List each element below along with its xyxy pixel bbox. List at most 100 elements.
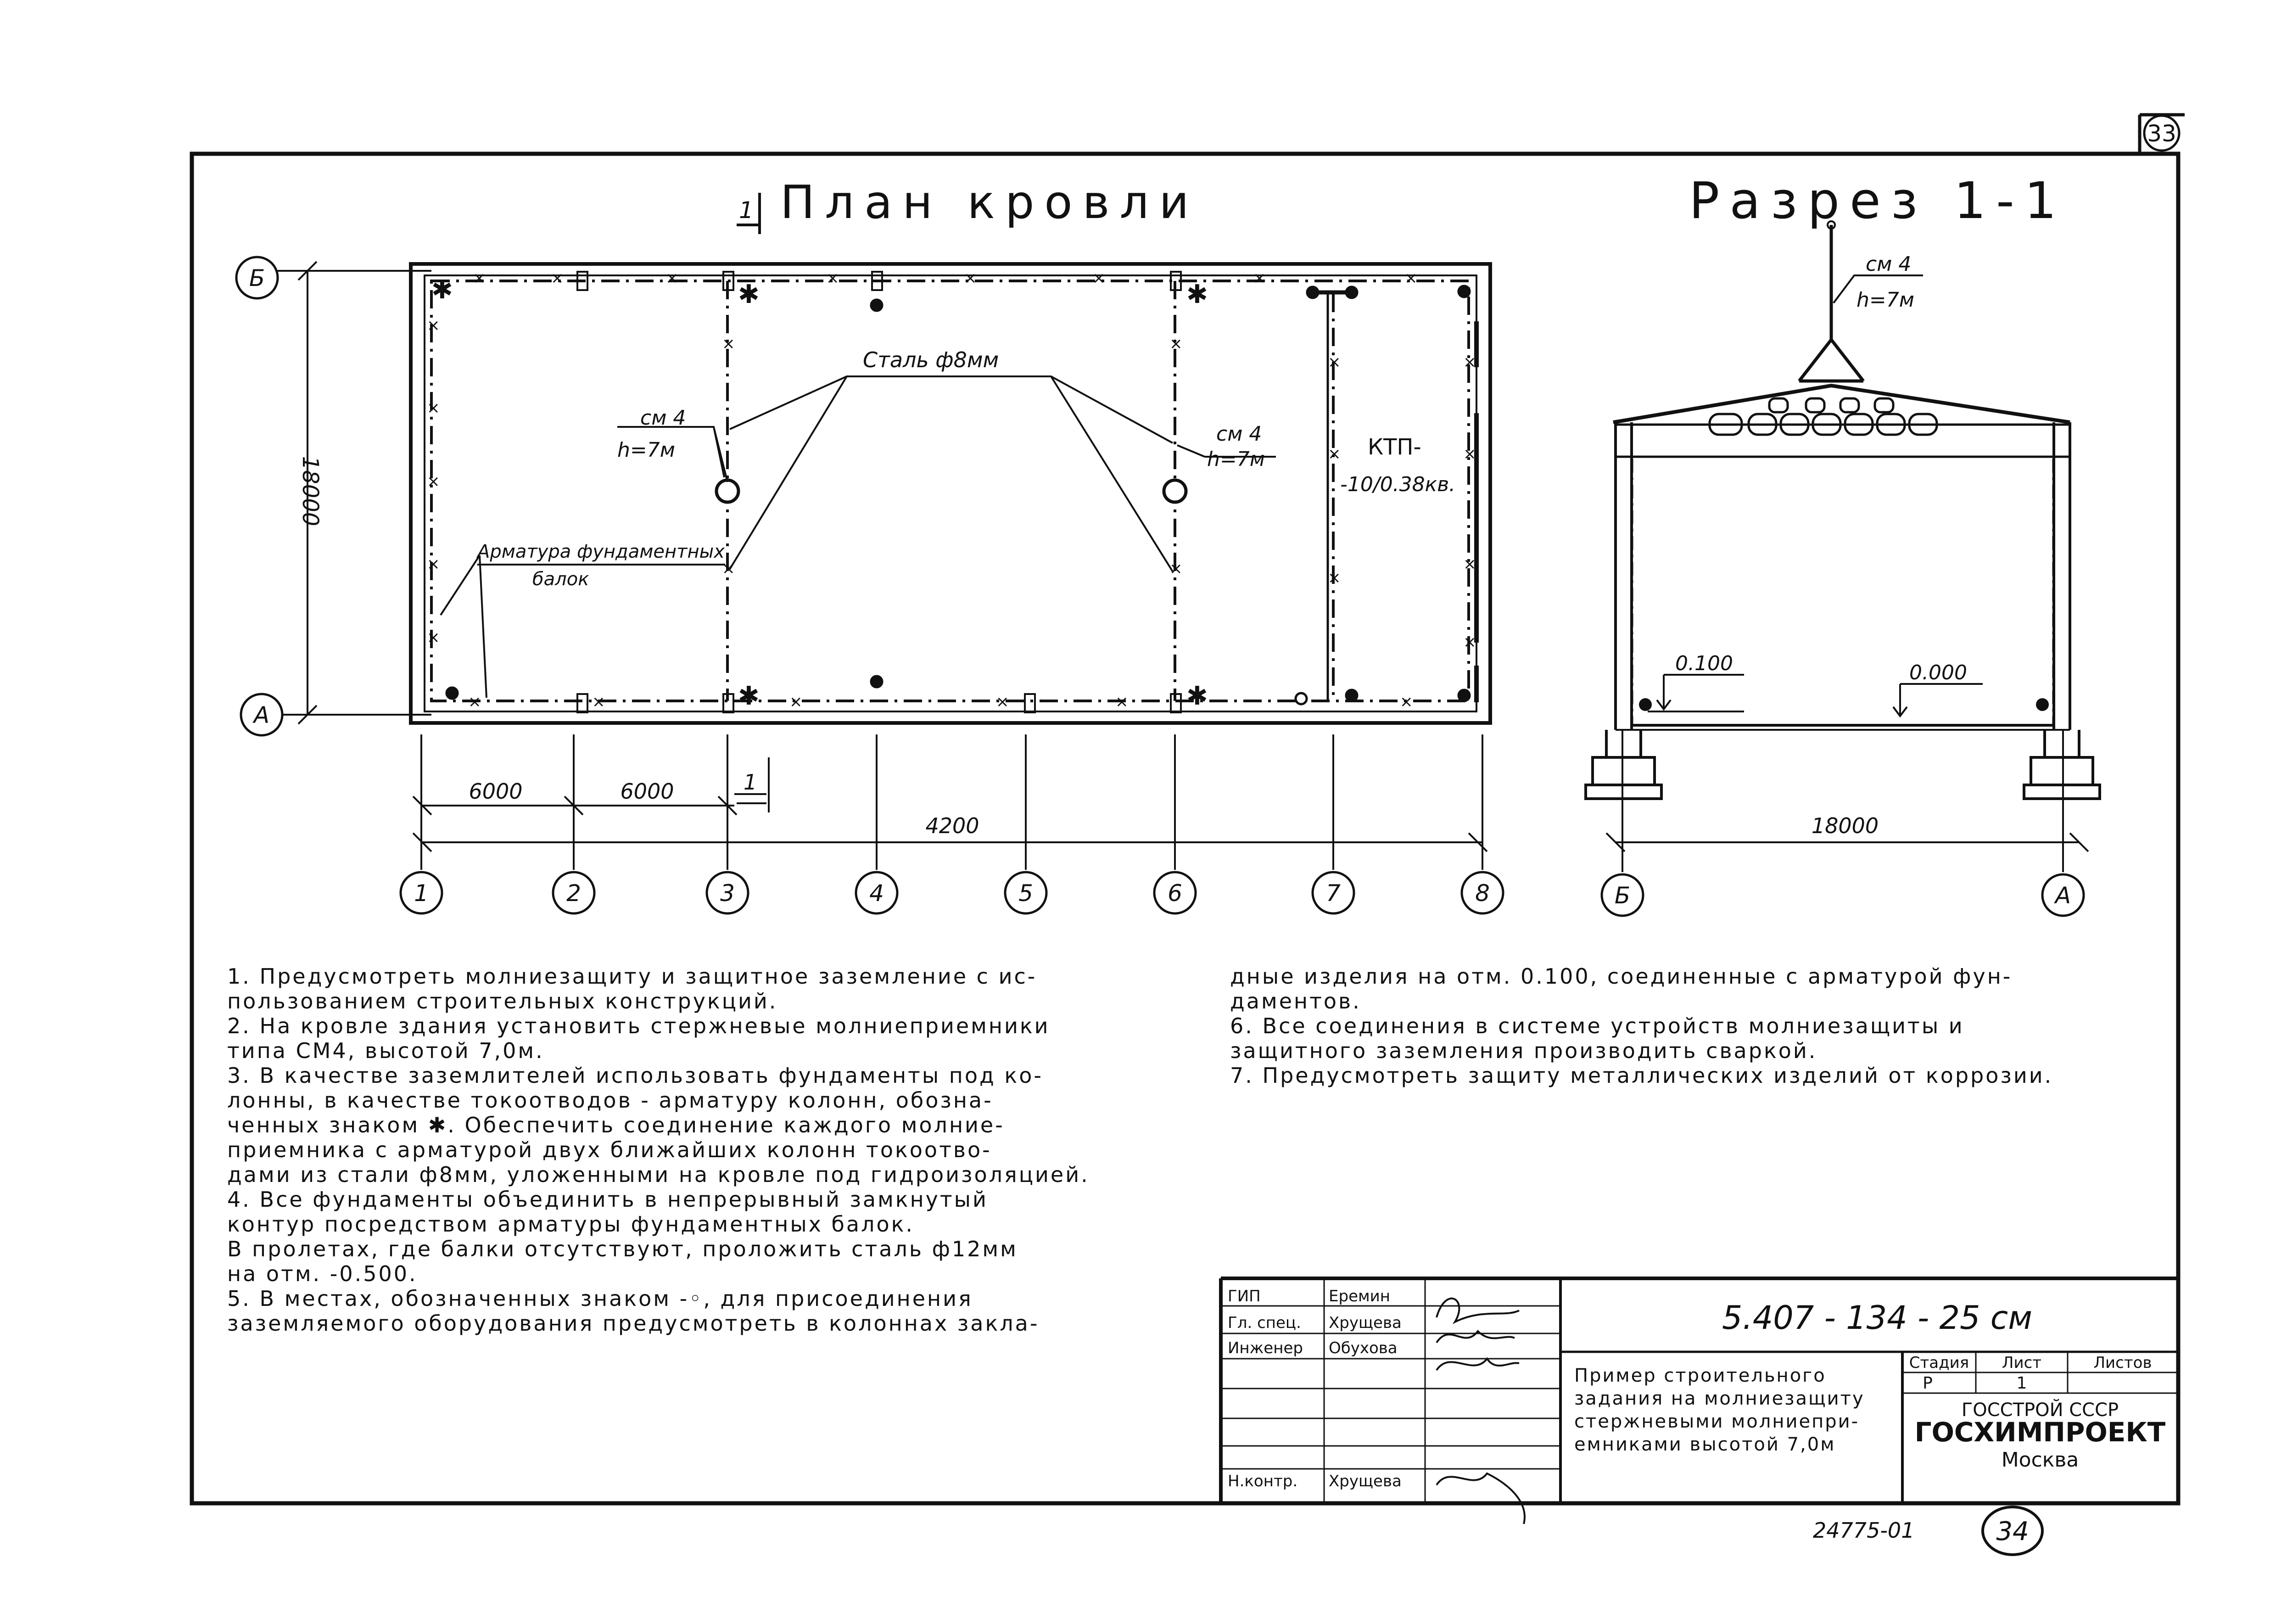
- sheets-header: Листов: [2093, 1354, 2152, 1372]
- signature-name: Хрущева: [1329, 1314, 1402, 1332]
- svg-text:×: ×: [1463, 555, 1476, 573]
- corner-sheet-number: 33: [2143, 114, 2181, 152]
- note-line: лонны, в качестве токоотводов - арматуру…: [227, 1088, 993, 1113]
- rebar-label-2: балок: [532, 569, 589, 590]
- svg-text:×: ×: [1169, 335, 1183, 353]
- svg-text:34: 34: [1996, 1517, 2029, 1546]
- note-line: 7. Предусмотреть защиту металлических из…: [1230, 1063, 2053, 1088]
- note-line: приемника с арматурой двух ближайших кол…: [227, 1137, 992, 1162]
- downconductor-star-icons: ✱ ✱ ✱ ✱ ✱: [431, 275, 1208, 711]
- notes-left: 1. Предусмотреть молниезащиту и защитное…: [227, 964, 1090, 1336]
- column-axis-1: 1: [399, 734, 443, 915]
- svg-text:×: ×: [427, 555, 440, 573]
- svg-text:×: ×: [1463, 445, 1476, 463]
- rod-right-height: h=7м: [1207, 448, 1265, 471]
- description: Пример строительного задания на молниеза…: [1574, 1365, 1863, 1455]
- svg-text:×: ×: [551, 269, 564, 287]
- title-block: [1219, 1277, 2178, 1503]
- building-outline: [409, 262, 1492, 725]
- svg-text:×: ×: [1404, 269, 1418, 287]
- svg-text:×: ×: [665, 269, 679, 287]
- org-line-1: ГОССТРОЙ СССР: [1962, 1399, 2119, 1421]
- note-line: типа СМ4, высотой 7,0м.: [227, 1038, 544, 1063]
- svg-text:×: ×: [427, 472, 440, 491]
- org-line-3: Москва: [2002, 1448, 2079, 1472]
- clamp-marks: ××× ××× ×× ××× ××× ××× ×× ×× ×× ××× ××××: [427, 269, 1476, 711]
- designation: 5.407 - 134 - 25 см: [1722, 1299, 2032, 1337]
- svg-text:✱: ✱: [1186, 681, 1208, 711]
- rod-right-type: см 4: [1216, 422, 1262, 446]
- stage-value: Р: [1923, 1374, 1933, 1393]
- section-axis-right: А: [2041, 873, 2085, 917]
- note-line: даментов.: [1230, 989, 1361, 1014]
- sheet-header: Лист: [2002, 1354, 2041, 1372]
- rod-left-height: h=7м: [617, 438, 675, 462]
- note-line: на отм. -0.500.: [227, 1261, 418, 1286]
- signature-role: Гл. спец.: [1228, 1314, 1301, 1332]
- svg-text:×: ×: [826, 269, 839, 287]
- svg-text:6: 6: [1168, 880, 1182, 907]
- dim-total: 4200: [925, 813, 979, 838]
- note-line: ченных знаком ✱. Обеспечить соединение к…: [227, 1113, 1005, 1137]
- note-line: 1. Предусмотреть молниезащиту и защитное…: [227, 964, 1037, 989]
- column-axis-3: 3: [705, 734, 749, 915]
- svg-text:А: А: [252, 702, 269, 728]
- svg-text:×: ×: [1253, 269, 1266, 287]
- svg-text:А: А: [2054, 882, 2071, 909]
- note-line: защитного заземления производить сваркой…: [1230, 1038, 1817, 1063]
- section-rod-height: h=7м: [1856, 288, 1914, 312]
- rebar-label-1: Арматура фундаментных: [476, 541, 725, 562]
- svg-text:33: 33: [2147, 120, 2176, 147]
- column-axis-8: 8: [1460, 734, 1504, 915]
- dim-vertical: 18000: [297, 456, 323, 526]
- signature-scribbles: [1436, 1297, 1526, 1524]
- svg-text:×: ×: [1328, 569, 1341, 587]
- section-markers: [1639, 698, 2049, 711]
- svg-text:1: 1: [414, 880, 429, 907]
- svg-text:Пример строительного: Пример строительного: [1574, 1365, 1826, 1386]
- signature-name: Еремин: [1329, 1287, 1390, 1305]
- svg-text:7: 7: [1326, 880, 1341, 907]
- section-1-1: Разрез 1-1 см 4 h=7м: [1584, 171, 2101, 917]
- section-mark-bottom-label: 1: [744, 770, 757, 795]
- svg-text:×: ×: [473, 269, 486, 287]
- level-right: 0.000: [1909, 661, 1967, 684]
- section-dim-width: 18000: [1812, 813, 1879, 838]
- section-frame: [1613, 383, 2071, 731]
- svg-text:×: ×: [1092, 269, 1106, 287]
- svg-text:Б: Б: [1615, 882, 1630, 909]
- dim-span2: 6000: [620, 779, 674, 804]
- inventory-number: 24775-01: [1813, 1518, 1914, 1543]
- section-title: Разрез 1-1: [1689, 171, 2067, 230]
- svg-text:×: ×: [1463, 353, 1476, 371]
- signature-name: Обухова: [1329, 1339, 1398, 1357]
- note-line: 5. В местах, обозначенных знаком -◦, для…: [227, 1286, 973, 1311]
- svg-text:2: 2: [566, 880, 581, 907]
- svg-text:емниками высотой 7,0м: емниками высотой 7,0м: [1574, 1434, 1835, 1455]
- notes-right: дные изделия на отм. 0.100, соединенные …: [1230, 964, 2053, 1088]
- svg-text:Б: Б: [249, 265, 265, 291]
- signature-role: Н.контр.: [1228, 1472, 1297, 1490]
- svg-text:×: ×: [427, 628, 440, 647]
- level-left: 0.100: [1675, 652, 1733, 675]
- grounding-contour: [430, 280, 1470, 702]
- svg-text:✱: ✱: [1186, 280, 1208, 309]
- note-line: пользованием строительных конструкций.: [227, 989, 778, 1014]
- svg-text:×: ×: [1328, 353, 1341, 371]
- column-markers: [445, 285, 1471, 706]
- section-dimension: [1605, 730, 2089, 872]
- svg-text:×: ×: [1115, 693, 1129, 711]
- svg-text:✱: ✱: [431, 275, 453, 305]
- column-stubs: [576, 271, 1182, 713]
- steel-leaders: [440, 375, 1276, 698]
- note-line: дами из стали ф8мм, уложенными на кровле…: [227, 1162, 1090, 1187]
- svg-text:8: 8: [1475, 880, 1490, 907]
- note-line: 6. Все соединения в системе устройств мо…: [1230, 1014, 1964, 1038]
- dim-span1: 6000: [469, 779, 522, 804]
- row-axis-bottom: А: [240, 693, 284, 737]
- ktp-label-2: -10/0.38кв.: [1340, 473, 1455, 496]
- svg-text:5: 5: [1018, 880, 1033, 907]
- section-mark-top: [737, 193, 761, 234]
